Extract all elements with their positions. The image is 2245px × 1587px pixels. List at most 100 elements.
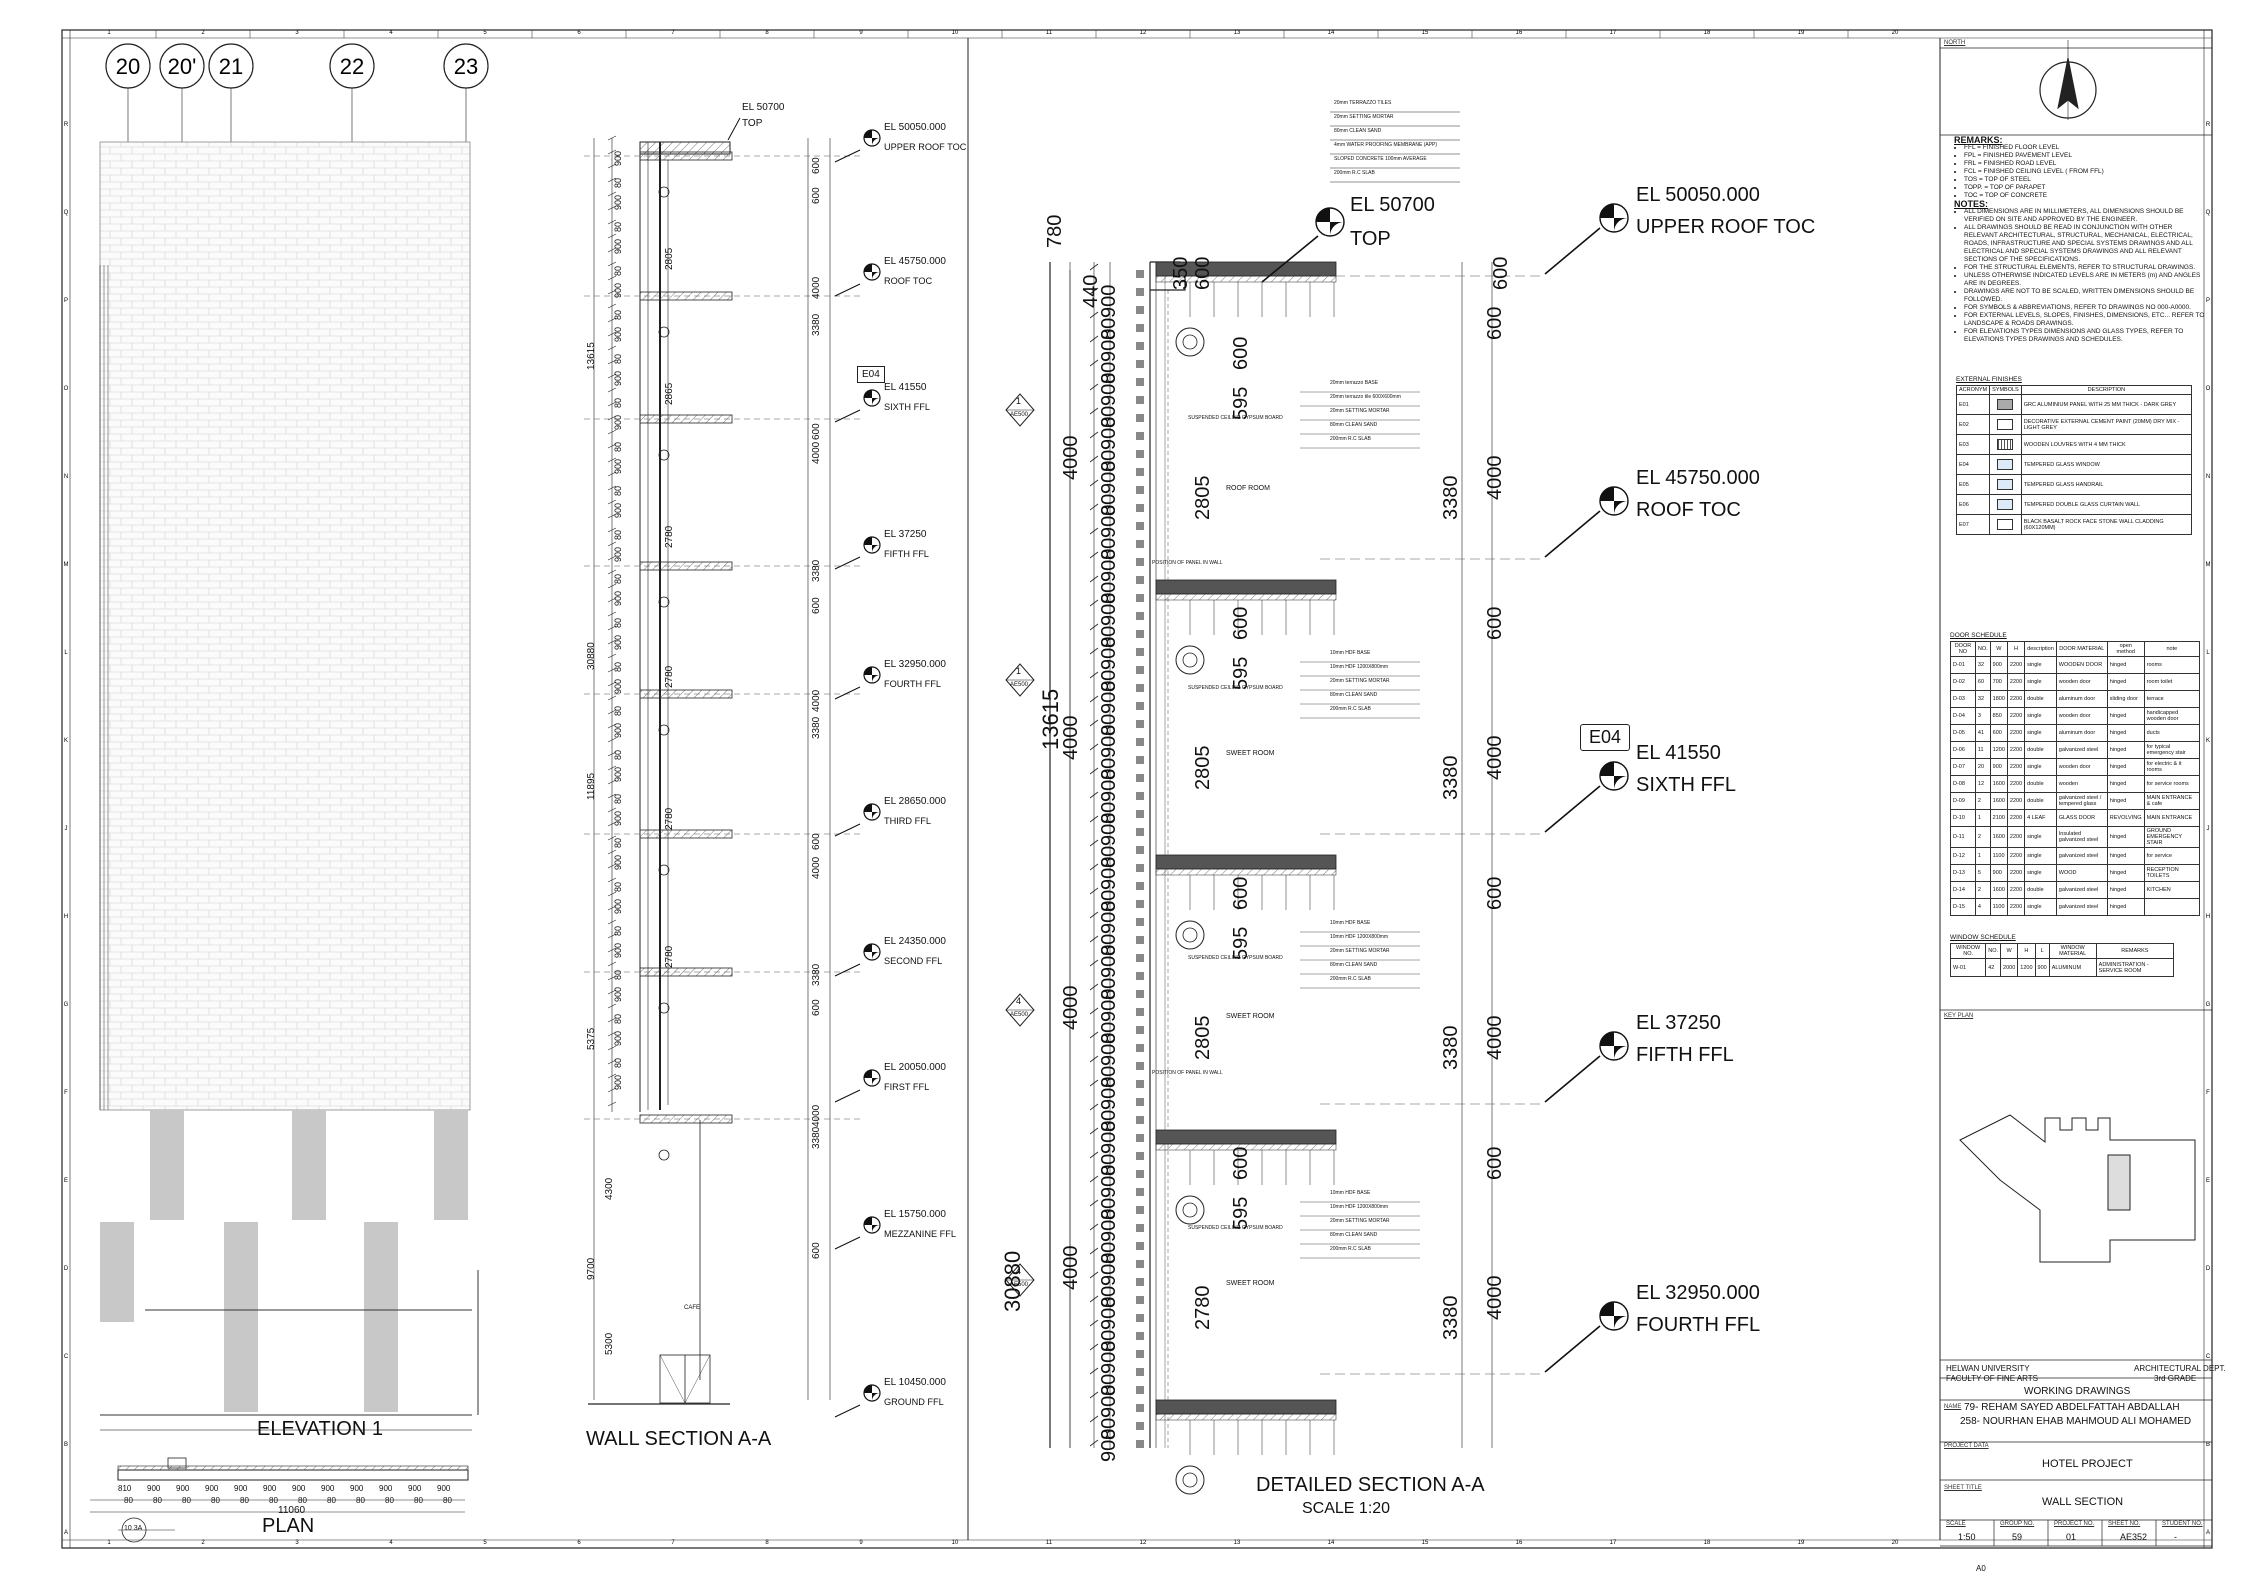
table-cell: aluminum door [2055, 690, 2108, 708]
table-cell: D-13 [1950, 864, 1976, 882]
table-header: WINDOW NO. [1949, 943, 1987, 959]
ds-ceiling-note: SUSPENDED CEILING GYPSUM BOARD [1188, 685, 1283, 691]
ws-stack-dim: 900 [613, 854, 623, 870]
ds-right-dim: 3380 [1440, 1295, 1462, 1341]
table-cell: WOODEN LOUVRES WITH 4 MM THICK [2020, 434, 2193, 455]
grid-number: 20 [1892, 30, 1899, 36]
grid-letter: C [2206, 1354, 2211, 1360]
notes-title: NOTES: [1954, 199, 1989, 209]
table-cell: 2 [1974, 826, 1991, 848]
table-cell: 2200 [2006, 758, 2026, 776]
table-cell: 900 [2034, 958, 2050, 977]
grid-letter: G [2206, 1002, 2211, 1008]
north-label: NORTH [1944, 40, 1966, 46]
finish-symbol [1989, 474, 2022, 495]
table-cell: galvanized steel [2055, 898, 2108, 916]
ws-left-dim: 4300 [604, 1177, 615, 1200]
table-cell: 2200 [2006, 792, 2026, 810]
ds-stack-dim: 900 [1098, 592, 1120, 626]
ws-left-dim: 5375 [586, 1027, 597, 1050]
remark-item: FRL = FINISHED ROAD LEVEL [1964, 160, 2206, 168]
ws-stack-dim: 80 [613, 485, 623, 496]
ws-stack-dim: 80 [613, 969, 623, 980]
table-cell: 1 [1974, 847, 1991, 865]
level-elevation: EL 28650.000 [884, 796, 946, 807]
note-item: FOR ELEVATIONS TYPES DIMENSIONS AND GLAS… [1964, 328, 2206, 344]
grid-number: 8 [765, 1540, 769, 1546]
table-cell: double [2024, 690, 2057, 708]
ds-room-label: ROOF ROOM [1226, 485, 1270, 492]
note-item: UNLESS OTHERWISE INDICATED LEVELS ARE IN… [1964, 272, 2206, 288]
table-header: SYMBOLS [1989, 385, 2022, 395]
ws-stack-dim: 900 [613, 1074, 623, 1090]
grade: 3rd GRADE [2154, 1374, 2197, 1383]
grid-letter: J [65, 826, 68, 832]
table-cell: 1600 [1989, 775, 2008, 793]
table-cell: 1100 [1989, 898, 2008, 916]
level-elevation: EL 24350.000 [884, 936, 946, 947]
ds-inner-dim: 4000 [1060, 715, 1082, 761]
ws-room-dim: 2780 [664, 665, 675, 688]
table-cell: 1600 [1989, 826, 2008, 848]
ds-inner-dim: 4000 [1060, 1245, 1082, 1291]
ds-stack-dim: 900 [1098, 1208, 1120, 1242]
remark-item: TOC = TOP OF CONCRETE [1964, 192, 2206, 200]
ws-stack-dim: 900 [613, 942, 623, 958]
table-cell: D-02 [1950, 673, 1976, 691]
grid-letter: C [64, 1354, 69, 1360]
table-header: L [2034, 943, 2050, 959]
ds-layer-note: 10mm HDF BASE [1330, 920, 1371, 926]
sheet-title-label: SHEET TITLE [1944, 1485, 1982, 1491]
level-name: THIRD FFL [884, 816, 931, 826]
level-elevation: EL 45750.000 [884, 256, 946, 267]
grid-number: 8 [765, 30, 769, 36]
remark-item: FCL = FINISHED CEILING LEVEL ( FROM FFL) [1964, 168, 2206, 176]
ws-left-dim: 30880 [586, 642, 597, 670]
grid-number: 11 [1046, 1540, 1053, 1546]
grid-letter: G [64, 1002, 69, 1008]
section-mark-sheet: AE500 [1010, 1282, 1029, 1288]
table-cell: D-03 [1950, 690, 1976, 708]
table-cell: galvanized steel [2055, 741, 2108, 759]
wall-section-title: WALL SECTION A-A [586, 1428, 772, 1450]
ws-room-dim: 2865 [664, 382, 675, 405]
ws-stack-dim: 80 [613, 617, 623, 628]
section-mark-number: 1 [1016, 666, 1022, 676]
plan-dimension-small: 80 [356, 1496, 365, 1505]
ws-right-dim: 4000 [811, 276, 822, 299]
plan-dimension: 900 [321, 1484, 335, 1493]
section-mark-number: 1 [1016, 396, 1022, 406]
table-cell: 2200 [2006, 864, 2026, 882]
ws-room-dim: 2780 [664, 525, 675, 548]
ws-stack-dim: 900 [613, 238, 623, 254]
level-name: MEZZANINE FFL [884, 1229, 956, 1239]
table-header: NO. [1974, 641, 1991, 657]
ds-room-label: SWEET ROOM [1226, 750, 1275, 757]
ds-stack-dim: 900 [1098, 724, 1120, 758]
ds-stack-dim: 900 [1098, 812, 1120, 846]
ds-window-dim: 600 [1230, 336, 1252, 370]
ws-stack-dim: 900 [613, 546, 623, 562]
table-cell: hinged [2106, 792, 2145, 810]
ds-layer-note: 20mm SETTING MORTAR [1334, 114, 1394, 120]
ds-layer-note: 20mm SETTING MORTAR [1330, 1218, 1390, 1224]
ds-inner-dim: 4000 [1060, 985, 1082, 1031]
section-mark-sheet: AE500 [1010, 1012, 1029, 1018]
grid-number: 16 [1516, 1540, 1523, 1546]
ds-stack-dim: 900 [1098, 856, 1120, 890]
grid-number: 3 [295, 1540, 299, 1546]
ds-right-dim: 3380 [1440, 1025, 1462, 1071]
table-cell: 1200 [1989, 741, 2008, 759]
ds-stack-dim: 900 [1098, 1120, 1120, 1154]
ds-layer-note: 10mm HDF 1200X800mm [1330, 934, 1389, 940]
wall-section-a-a [584, 135, 860, 1405]
grid-number: 17 [1610, 1540, 1617, 1546]
